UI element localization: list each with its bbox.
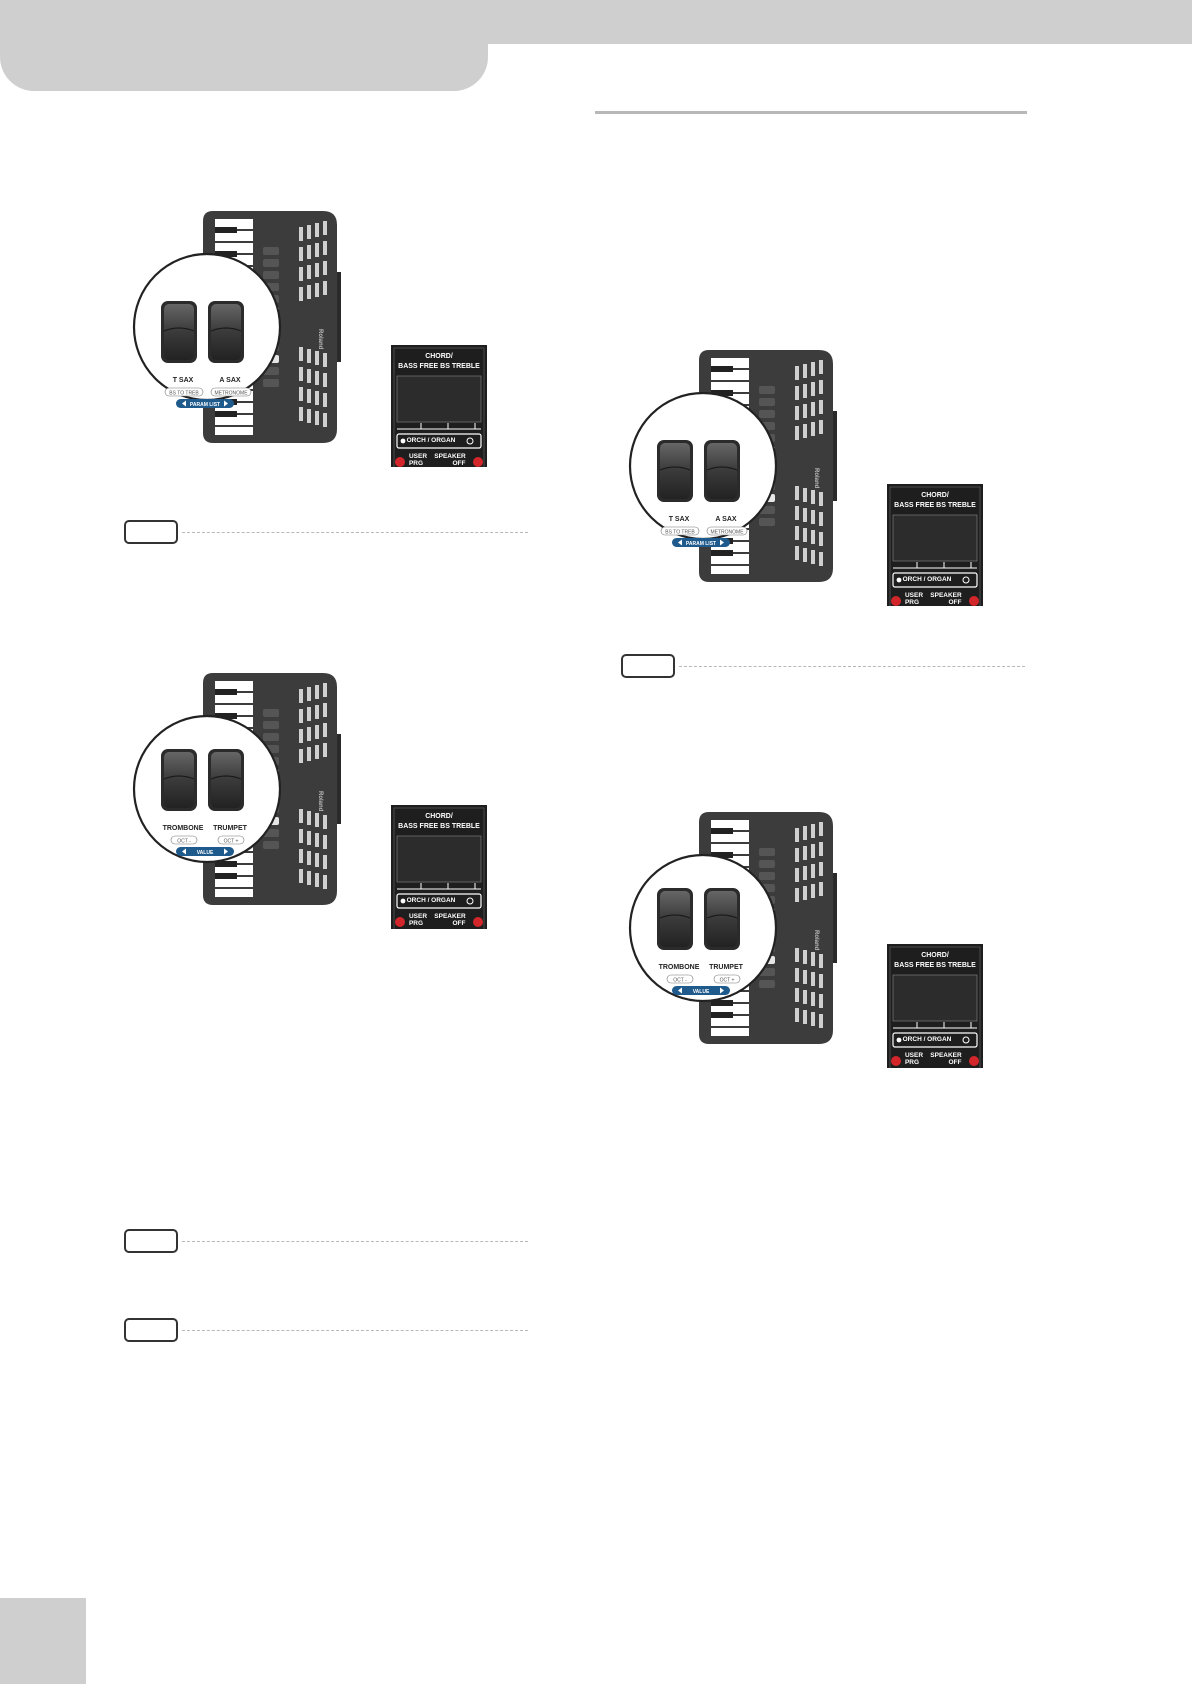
- section-rule: [595, 111, 1027, 114]
- page-number-tab: [0, 1598, 86, 1684]
- left-button-sublabel: BS TO TREB: [665, 530, 695, 536]
- panel-user-label: USER: [409, 453, 427, 460]
- left-button-sublabel: OCT -: [673, 978, 687, 984]
- panel-chord-label: CHORD/: [921, 492, 949, 499]
- note-icon: [124, 520, 178, 544]
- panel-off-label: OFF: [453, 460, 466, 467]
- panel-speaker-label: SPEAKER: [434, 453, 466, 460]
- panel-register-labels: BASS FREE BS TREBLE: [398, 363, 480, 370]
- left-button-label: TROMBONE: [659, 964, 700, 971]
- note-marker-1: [124, 520, 528, 544]
- left-button-label: T SAX: [173, 377, 194, 384]
- right-button-sublabel: METRONOME: [214, 391, 248, 397]
- note-marker-4: [621, 654, 1025, 678]
- param-list-bar: [672, 538, 730, 547]
- left-button-sublabel: BS TO TREB: [169, 391, 199, 397]
- panel-user-label: USER: [905, 592, 923, 599]
- panel-orch-label: ORCH / ORGAN: [407, 437, 456, 444]
- figure-sax-right: T SAX A SAX BS TO TREB METRONOME PARAM L…: [623, 346, 993, 606]
- panel-prg-label: PRG: [409, 920, 423, 927]
- panel-off-label: OFF: [453, 920, 466, 927]
- panel-orch-label: ORCH / ORGAN: [903, 576, 952, 583]
- left-button-icon: [160, 300, 198, 364]
- right-button-label: A SAX: [219, 377, 240, 384]
- value-label: VALUE: [197, 850, 214, 856]
- value-label: VALUE: [693, 989, 710, 995]
- panel-speaker-label: SPEAKER: [434, 913, 466, 920]
- display-panel: CHORD/ BASS FREE BS TREBLE ORCH / ORGAN …: [390, 344, 488, 467]
- left-button-icon: [656, 887, 694, 951]
- brand-logo: Roland: [813, 930, 819, 951]
- panel-register-labels: BASS FREE BS TREBLE: [894, 502, 976, 509]
- right-button-sublabel: OCT +: [720, 978, 735, 984]
- panel-off-label: OFF: [949, 1059, 962, 1066]
- figure-brass-left: TROMBONE TRUMPET OCT - OCT + VALUE CHORD…: [127, 669, 497, 929]
- brand-logo: Roland: [317, 329, 323, 350]
- right-button-icon: [207, 748, 245, 812]
- value-bar: [176, 847, 234, 856]
- left-button-label: TROMBONE: [163, 825, 204, 832]
- display-panel: CHORD/ BASS FREE BS TREBLE ORCH / ORGAN …: [886, 943, 984, 1068]
- panel-register-labels: BASS FREE BS TREBLE: [398, 823, 480, 830]
- left-button-label: T SAX: [669, 516, 690, 523]
- right-button-label: TRUMPET: [709, 964, 744, 971]
- note-icon: [621, 654, 675, 678]
- header-tab: [0, 0, 488, 91]
- note-marker-2: [124, 1229, 528, 1253]
- figure-sax-left: T SAX A SAX BS TO TREB METRONOME PARAM L…: [127, 207, 497, 467]
- value-bar: [672, 986, 730, 995]
- brand-logo: Roland: [317, 791, 323, 812]
- panel-speaker-label: SPEAKER: [930, 1052, 962, 1059]
- right-button-icon: [703, 887, 741, 951]
- panel-chord-label: CHORD/: [921, 952, 949, 959]
- panel-off-label: OFF: [949, 599, 962, 606]
- panel-register-labels: BASS FREE BS TREBLE: [894, 962, 976, 969]
- display-panel: CHORD/ BASS FREE BS TREBLE ORCH / ORGAN …: [390, 804, 488, 929]
- panel-prg-label: PRG: [905, 599, 919, 606]
- figure-brass-right: TROMBONE TRUMPET OCT - OCT + VALUE CHORD…: [623, 808, 993, 1068]
- accordion-sax-illustration: T SAX A SAX BS TO TREB METRONOME PARAM L…: [628, 350, 984, 606]
- panel-prg-label: PRG: [409, 460, 423, 467]
- display-panel: CHORD/ BASS FREE BS TREBLE ORCH / ORGAN …: [886, 483, 984, 606]
- accordion-sax-illustration: T SAX A SAX BS TO TREB METRONOME PARAM L…: [132, 211, 488, 467]
- left-button-sublabel: OCT -: [177, 839, 191, 845]
- right-button-label: TRUMPET: [213, 825, 248, 832]
- panel-speaker-label: SPEAKER: [930, 592, 962, 599]
- right-button-icon: [703, 439, 741, 503]
- note-icon: [124, 1229, 178, 1253]
- right-button-icon: [207, 300, 245, 364]
- brand-logo: Roland: [813, 468, 819, 489]
- right-button-sublabel: OCT +: [224, 839, 239, 845]
- panel-orch-label: ORCH / ORGAN: [903, 1036, 952, 1043]
- panel-chord-label: CHORD/: [425, 353, 453, 360]
- note-icon: [124, 1318, 178, 1342]
- accordion-brass-illustration: TROMBONE TRUMPET OCT - OCT + VALUE CHORD…: [132, 673, 488, 929]
- left-button-icon: [160, 748, 198, 812]
- panel-user-label: USER: [905, 1052, 923, 1059]
- panel-orch-label: ORCH / ORGAN: [407, 897, 456, 904]
- left-button-icon: [656, 439, 694, 503]
- param-list-label: PARAM LIST: [686, 541, 716, 547]
- accordion-brass-illustration: TROMBONE TRUMPET OCT - OCT + VALUE CHORD…: [628, 812, 984, 1068]
- panel-prg-label: PRG: [905, 1059, 919, 1066]
- panel-user-label: USER: [409, 913, 427, 920]
- panel-chord-label: CHORD/: [425, 813, 453, 820]
- right-button-label: A SAX: [715, 516, 736, 523]
- param-list-label: PARAM LIST: [190, 402, 220, 408]
- note-marker-3: [124, 1318, 528, 1342]
- right-button-sublabel: METRONOME: [710, 530, 744, 536]
- param-list-bar: [176, 399, 234, 408]
